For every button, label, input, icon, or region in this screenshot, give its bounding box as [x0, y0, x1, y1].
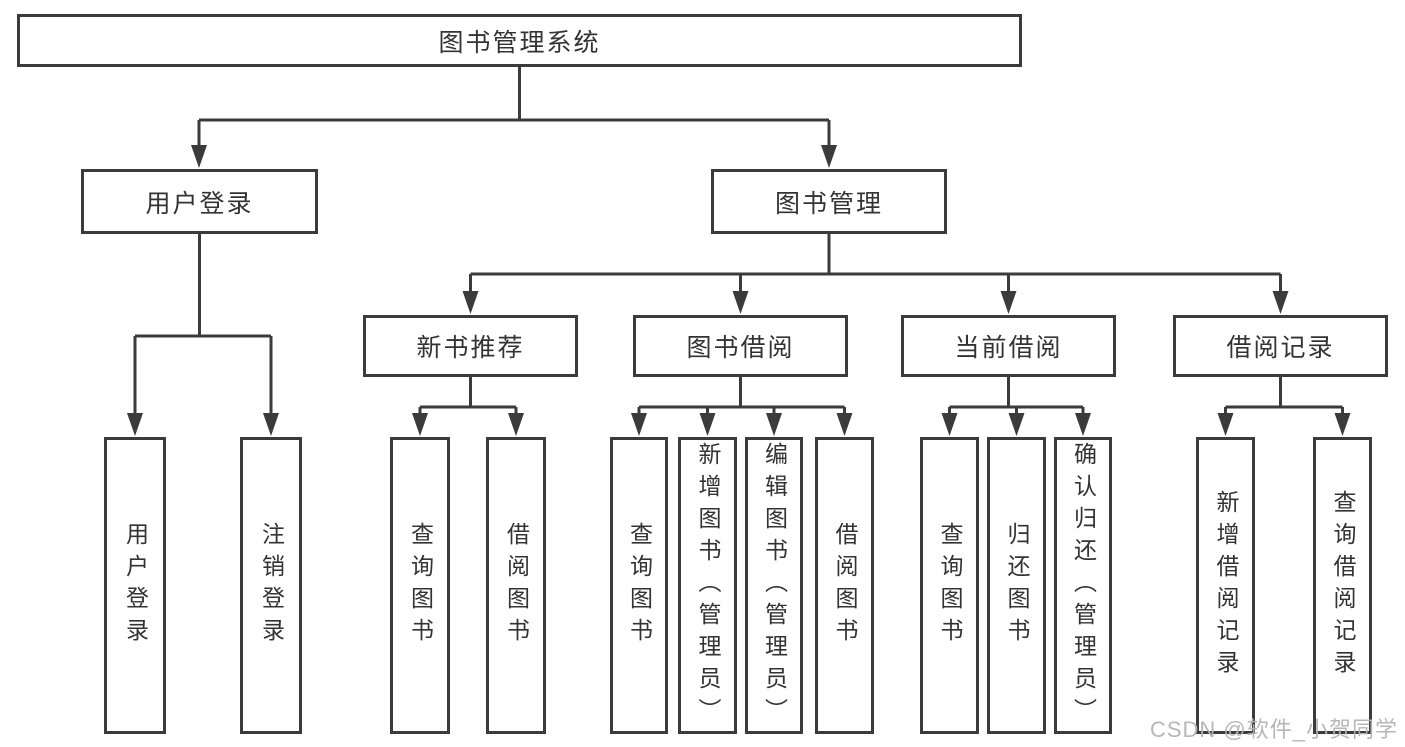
- leaf-query-borrow-record: 查询借阅记录: [1313, 437, 1372, 734]
- leaf-borrow-books-borrowing-label: 借阅图书: [832, 521, 858, 650]
- leaf-borrow-books-recommend-label: 借阅图书: [503, 521, 530, 650]
- node-new-book-recommend: 新书推荐: [363, 315, 578, 377]
- leaf-add-borrow-record: 新增借阅记录: [1196, 437, 1255, 734]
- leaf-confirm-return-admin: 确认归还（管理员）: [1054, 437, 1112, 734]
- leaf-logout: 注销登录: [240, 437, 302, 734]
- node-borrowing-records-label: 借阅记录: [1226, 334, 1335, 362]
- leaf-query-books-recommend-label: 查询图书: [407, 521, 434, 650]
- node-current-borrowing: 当前借阅: [901, 315, 1116, 377]
- leaf-query-books-borrowing: 查询图书: [610, 437, 668, 734]
- leaf-user-login: 用户登录: [104, 437, 166, 734]
- leaf-return-books-label: 归还图书: [1004, 521, 1030, 650]
- leaf-add-book-admin-label: 新增图书（管理员）: [695, 441, 721, 730]
- leaf-edit-book-admin-label: 编辑图书（管理员）: [761, 441, 788, 730]
- leaf-query-books-current-label: 查询图书: [937, 521, 963, 650]
- node-borrowing-records: 借阅记录: [1173, 315, 1388, 377]
- leaf-query-books-recommend: 查询图书: [390, 437, 450, 734]
- node-library-management-system: 图书管理系统: [17, 14, 1022, 67]
- node-book-management-label: 图书管理: [774, 189, 883, 218]
- leaf-add-borrow-record-label: 新增借阅记录: [1213, 489, 1239, 682]
- leaf-logout-label: 注销登录: [258, 521, 285, 650]
- leaf-query-books-borrowing-label: 查询图书: [626, 521, 653, 650]
- node-new-book-recommend-label: 新书推荐: [416, 334, 525, 362]
- leaf-edit-book-admin: 编辑图书（管理员）: [745, 437, 803, 734]
- node-book-borrowing-label: 图书借阅: [686, 334, 795, 362]
- leaf-return-books: 归还图书: [987, 437, 1046, 734]
- watermark-text: CSDN @软件_小贺同学: [1149, 717, 1398, 742]
- leaf-borrow-books-recommend: 借阅图书: [486, 437, 546, 734]
- node-user-login: 用户登录: [81, 169, 318, 234]
- leaf-query-books-current: 查询图书: [920, 437, 979, 734]
- node-current-borrowing-label: 当前借阅: [954, 334, 1063, 362]
- leaf-query-borrow-record-label: 查询借阅记录: [1330, 489, 1356, 682]
- arrowhead-icons: [127, 145, 1351, 436]
- node-library-management-system-label: 图书管理系统: [438, 28, 601, 57]
- leaf-add-book-admin: 新增图书（管理员）: [678, 437, 737, 734]
- leaf-confirm-return-admin-label: 确认归还（管理员）: [1070, 441, 1097, 730]
- leaf-borrow-books-borrowing: 借阅图书: [815, 437, 874, 734]
- node-book-management: 图书管理: [711, 169, 947, 234]
- node-user-login-label: 用户登录: [145, 189, 254, 218]
- leaf-user-login-label: 用户登录: [122, 521, 149, 650]
- node-book-borrowing: 图书借阅: [633, 315, 848, 377]
